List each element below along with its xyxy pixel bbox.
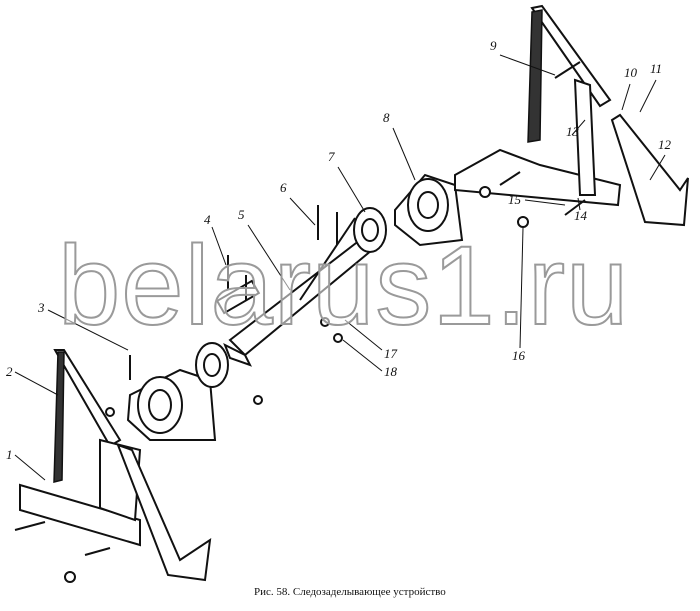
callout-14: 14 xyxy=(574,208,587,223)
callout-8: 8 xyxy=(383,110,390,125)
callout-6: 6 xyxy=(280,180,287,195)
callout-17: 17 xyxy=(384,346,397,361)
callout-9: 9 xyxy=(490,38,497,53)
callout-15: 15 xyxy=(508,192,521,207)
callout-10: 10 xyxy=(624,65,637,80)
callout-2: 2 xyxy=(6,364,13,379)
leader-lines xyxy=(14,54,666,481)
callout-3: 3 xyxy=(38,300,45,315)
callout-18: 18 xyxy=(384,364,397,379)
callout-7: 7 xyxy=(328,149,335,164)
center-beam xyxy=(129,205,374,380)
washers xyxy=(64,186,529,583)
callout-5: 5 xyxy=(238,207,245,222)
right-marker-frame xyxy=(454,4,689,227)
figure-caption: Рис. 58. Следозаделывающее устройство xyxy=(254,586,446,598)
left-marker-frame xyxy=(14,349,212,582)
callout-12: 12 xyxy=(658,137,671,152)
left-bearing-housing xyxy=(126,342,229,441)
right-bearing-housing xyxy=(353,173,464,253)
callout-1: 1 xyxy=(6,447,13,462)
callout-13: 13 xyxy=(566,124,579,139)
callout-4: 4 xyxy=(204,212,211,227)
callout-16: 16 xyxy=(512,348,525,363)
watermark: belarus1.ru xyxy=(57,223,630,348)
callout-11: 11 xyxy=(650,61,663,76)
